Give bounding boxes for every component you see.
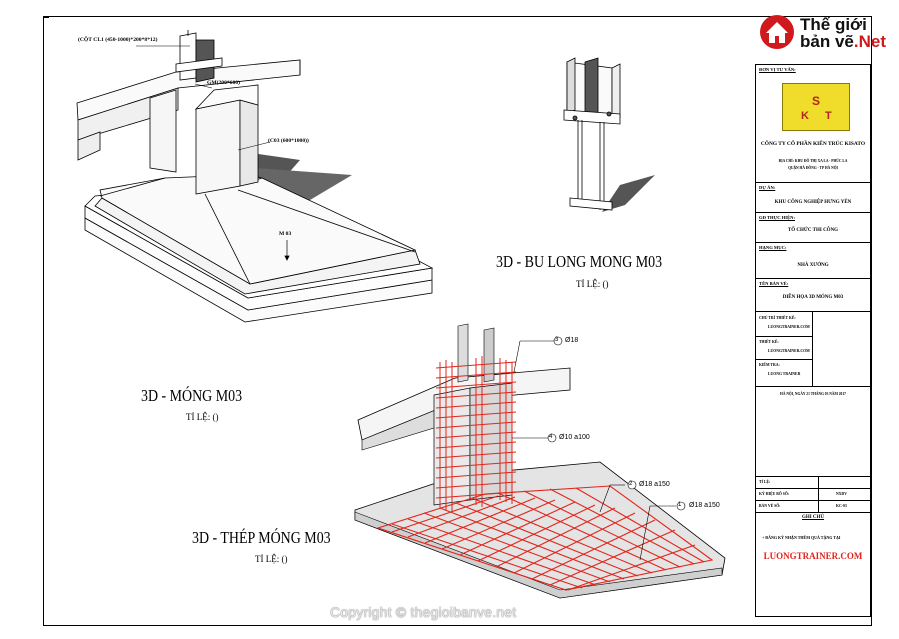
address-line2: QUẬN HÀ ĐÔNG - TP HÀ NỘI <box>788 166 838 170</box>
scale-bulong: TỈ LỆ: () <box>576 279 609 289</box>
kisato-logo: S K T <box>782 83 850 131</box>
rebar-4-num: 4 <box>549 434 553 440</box>
brand-line2: bản vẽ <box>800 32 854 51</box>
site-link[interactable]: LUONGTRAINER.COM <box>763 551 863 561</box>
title-bulong: 3D - BU LONG MONG M03 <box>496 252 663 271</box>
rebar-3-num: 3 <box>555 337 559 343</box>
brand-logo: Thế giới bản vẽ.Net <box>756 10 896 58</box>
rebar-1-label: Ø18 a150 <box>689 502 720 509</box>
contractor-value: TỔ CHỨC THI CÔNG <box>787 228 839 233</box>
title-mong: 3D - MÓNG M03 <box>141 386 243 405</box>
item-label: HẠNG MỤC: <box>759 245 787 250</box>
anchor-bolt-model <box>563 57 655 212</box>
item-value: NHÀ XƯỞNG <box>797 263 829 268</box>
copyright-watermark: Copyright © thegioibanve.net <box>330 604 517 620</box>
checker-label: KIỂM TRA: <box>759 363 780 367</box>
address-line1: ĐỊA CHỈ: KHU ĐÔ THỊ XA LA - PHÚC LA <box>778 159 848 163</box>
scale-label: TỈ LỆ: <box>759 480 771 484</box>
sheet-row: KÝ HIỆU BỐ SỐ: NXDV <box>756 489 870 501</box>
project-label: DỰ ÁN: <box>759 185 776 190</box>
scale-mong: TỈ LỆ: () <box>186 412 219 422</box>
house-logo-icon <box>760 15 794 49</box>
drafter-label: THIẾT KẾ: <box>759 340 779 344</box>
contractor-label: GĐ THỰC HIỆN: <box>759 215 795 220</box>
frame-corner <box>43 16 49 18</box>
m03-annotation: M 03 <box>279 231 292 237</box>
drawing-frame <box>43 16 872 626</box>
sheet-value: NXDV <box>836 492 847 496</box>
rebar-2-num: 2 <box>629 481 633 487</box>
designer-label: CHỦ TRÌ THIẾT KẾ: <box>759 316 796 320</box>
foundation-model <box>76 30 434 323</box>
date-value: HÀ NỘI, NGÀY 21 THÁNG 03 NĂM 2017 <box>780 392 846 396</box>
notes-label: GHI CHÚ <box>801 515 825 520</box>
rebar-3-label: Ø18 <box>565 337 579 344</box>
company-name: CÔNG TY CỔ PHẦN KIẾN TRÚC KISATO <box>760 141 866 147</box>
drawing-value: DIỄN HỌA 3D MÓNG M03 <box>782 295 844 300</box>
rebar-model <box>354 323 726 599</box>
beam-annotation: GM(200*600) <box>207 80 240 86</box>
project-cell: DỰ ÁN: KHU CÔNG NGHIỆP HƯNG YÊN <box>756 183 870 213</box>
number-label: BẢN VẼ SỐ: <box>759 504 781 508</box>
rebar-1-num: 1 <box>678 502 682 508</box>
title-block: ĐƠN VỊ TƯ VẤN: S K T CÔNG TY CỔ PHẦN KIẾ… <box>755 64 871 617</box>
logo-letter-k: K <box>801 110 809 122</box>
title-thep: 3D - THÉP MÓNG M03 <box>192 528 331 547</box>
brand-line1: Thế giới <box>800 15 867 34</box>
rebar-2-label: Ø18 a150 <box>639 481 670 488</box>
scale-row: TỈ LỆ: <box>756 477 870 489</box>
notes-text: + ĐĂNG KÝ NHẬN THÊM QUÀ TẶNG TẠI <box>762 535 841 540</box>
date-cell: HÀ NỘI, NGÀY 21 THÁNG 03 NĂM 2017 <box>756 387 870 477</box>
item-cell: HẠNG MỤC: NHÀ XƯỞNG <box>756 243 870 279</box>
number-row: BẢN VẼ SỐ: KC-03 <box>756 501 870 513</box>
logo-letter-t: T <box>825 110 832 122</box>
c03-annotation: (C03 (600*1000)) <box>268 138 309 144</box>
signatures-cell: CHỦ TRÌ THIẾT KẾ: LUONGTRAINER.COM THIẾT… <box>756 312 870 387</box>
logo-letter-s: S <box>812 94 821 108</box>
consultant-label: ĐƠN VỊ TƯ VẤN: <box>759 67 796 72</box>
designer-value: LUONGTRAINER.COM <box>768 325 810 329</box>
drafter-value: LUONGTRAINER.COM <box>768 349 810 353</box>
number-value: KC-03 <box>836 504 847 508</box>
project-value: KHU CÔNG NGHIỆP HƯNG YÊN <box>774 200 852 205</box>
drawing-label: TÊN BẢN VẼ: <box>759 281 789 286</box>
consultant-cell: ĐƠN VỊ TƯ VẤN: S K T CÔNG TY CỔ PHẦN KIẾ… <box>756 65 870 183</box>
rebar-4-label: Ø10 a100 <box>559 434 590 441</box>
brand-suffix: .Net <box>853 32 886 51</box>
drawing-cell: TÊN BẢN VẼ: DIỄN HỌA 3D MÓNG M03 <box>756 279 870 312</box>
contractor-cell: GĐ THỰC HIỆN: TỔ CHỨC THI CÔNG <box>756 213 870 243</box>
scale-thep: TỈ LỆ: () <box>255 554 288 564</box>
column-annotation: (CỘT CL1 (450-1000)*200*8*12) <box>78 37 158 43</box>
checker-value: LUONG TRAINER <box>768 372 801 376</box>
sheet-label: KÝ HIỆU BỐ SỐ: <box>759 492 790 496</box>
